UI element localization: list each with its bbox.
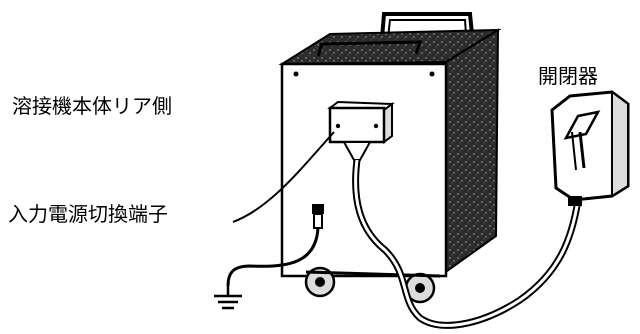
switch-box — [550, 90, 630, 206]
power-cable — [352, 159, 582, 329]
label-switch: 開閉器 — [538, 64, 598, 88]
label-input-terminal: 入力電源切換端子 — [8, 202, 168, 226]
input-terminal-box — [327, 100, 395, 161]
welder-body — [278, 12, 502, 304]
ground-cable — [214, 204, 324, 310]
leader-lines — [232, 131, 335, 223]
label-welder-rear-side: 溶接機本体リア側 — [12, 94, 172, 118]
